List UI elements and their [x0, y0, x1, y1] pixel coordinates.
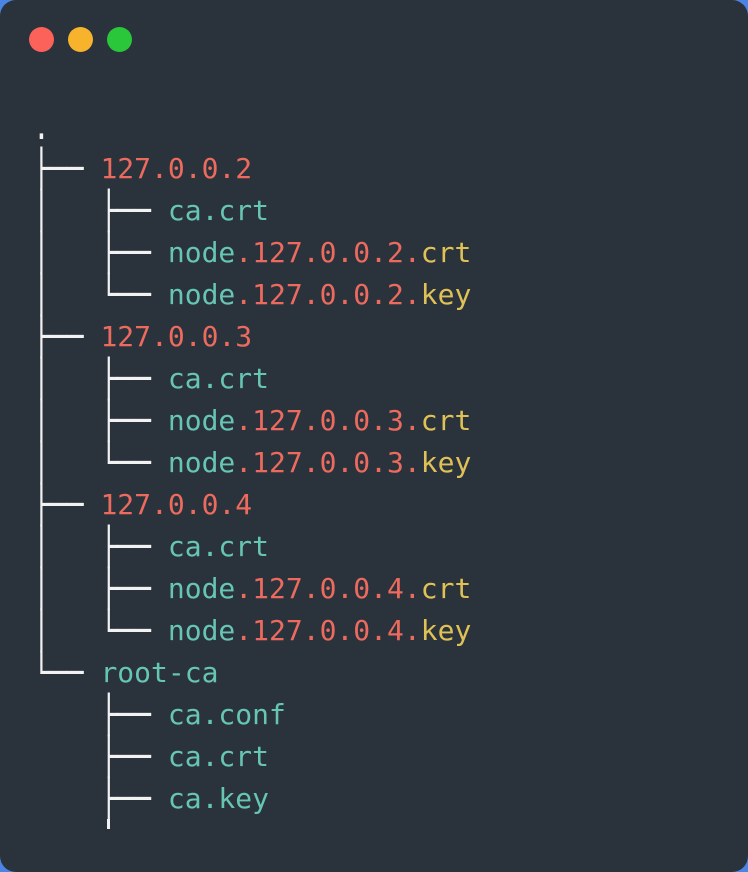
close-button[interactable]	[29, 27, 54, 52]
tree-line: ├── ca.key	[33, 777, 471, 821]
tree-branch-glyphs: │ ├──	[33, 230, 168, 275]
tree-line: │ ├── node.127.0.0.2.crt	[33, 231, 472, 275]
tree-line: ├── ca.crt	[33, 735, 471, 779]
tree-entry-text: node	[167, 446, 236, 479]
tree-branch-glyphs: └──	[33, 650, 101, 695]
tree-line: ├── 127.0.0.4	[33, 483, 471, 527]
zoom-button[interactable]	[107, 27, 132, 52]
tree-branch-glyphs: │ ├──	[33, 398, 168, 443]
tree-entry-text: node	[167, 278, 236, 311]
tree-line: │ ├── node.127.0.0.3.crt	[33, 399, 472, 443]
tree-entry-text: key	[420, 614, 472, 647]
tree-branch-glyphs: ├──	[33, 734, 168, 779]
tree-continuation-line	[107, 819, 110, 829]
tree-branch-glyphs: │ ├──	[33, 188, 168, 233]
tree-entry-text: crt	[420, 572, 472, 605]
tree-branch-glyphs: ├──	[33, 776, 168, 821]
tree-line: │ ├── ca.crt	[33, 189, 471, 233]
tree-branch-glyphs: ├──	[33, 314, 101, 359]
tree-entry-text: .127.0.0.3.	[235, 446, 421, 479]
tree-line: ├── ca.conf	[33, 693, 471, 737]
tree-entry-text: ca.crt	[167, 740, 270, 773]
tree-branch-glyphs: │ └──	[33, 608, 168, 653]
tree-entry-text: ca.key	[167, 782, 270, 815]
tree-line: .	[33, 105, 471, 149]
tree-line: │ └── node.127.0.0.4.key	[33, 609, 472, 653]
tree-entry-text: crt	[420, 404, 472, 437]
tree-entry-text: node	[167, 404, 236, 437]
tree-entry-text: node	[167, 572, 236, 605]
tree-branch-glyphs: ├──	[33, 482, 101, 527]
tree-line: │ └── node.127.0.0.2.key	[33, 273, 472, 317]
tree-entry-text: 127.0.0.3	[100, 320, 253, 353]
tree-entry-text: key	[420, 446, 472, 479]
tree-entry-text: key	[420, 278, 472, 311]
tree-entry-text: node	[167, 614, 236, 647]
tree-entry-text: node	[167, 236, 236, 269]
window-titlebar	[29, 27, 132, 52]
tree-branch-glyphs: .	[33, 104, 50, 149]
tree-entry-text: 127.0.0.2	[100, 152, 253, 185]
tree-line: │ └── node.127.0.0.3.key	[33, 441, 472, 485]
tree-entry-text: crt	[420, 236, 472, 269]
tree-entry-text: root-ca	[100, 656, 219, 689]
tree-entry-text: ca.crt	[167, 194, 270, 227]
tree-entry-text: 127.0.0.4	[100, 488, 253, 521]
tree-line: │ ├── node.127.0.0.4.crt	[33, 567, 472, 611]
tree-line: ├── 127.0.0.3	[33, 315, 471, 359]
tree-branch-glyphs: │ ├──	[33, 566, 168, 611]
tree-branch-glyphs: ├──	[33, 146, 101, 191]
tree-output: .├── 127.0.0.2│ ├── ca.crt│ ├── node.127…	[33, 105, 472, 821]
tree-branch-glyphs: │ └──	[33, 272, 168, 317]
tree-entry-text: ca.conf	[167, 698, 286, 731]
minimize-button[interactable]	[68, 27, 93, 52]
tree-branch-glyphs: ├──	[33, 692, 168, 737]
tree-branch-glyphs: │ └──	[33, 440, 168, 485]
tree-line: │ ├── ca.crt	[33, 357, 471, 401]
tree-line: └── root-ca	[33, 651, 471, 695]
tree-branch-glyphs: │ ├──	[33, 524, 168, 569]
tree-entry-text: .127.0.0.4.	[235, 614, 421, 647]
tree-line: ├── 127.0.0.2	[33, 147, 471, 191]
tree-branch-glyphs: │ ├──	[33, 356, 168, 401]
tree-entry-text: .127.0.0.2.	[235, 278, 421, 311]
tree-entry-text: .127.0.0.3.	[235, 404, 421, 437]
tree-entry-text: ca.crt	[167, 362, 270, 395]
tree-entry-text: .127.0.0.4.	[235, 572, 421, 605]
tree-entry-text: ca.crt	[167, 530, 270, 563]
tree-entry-text: .127.0.0.2.	[235, 236, 421, 269]
tree-line: │ ├── ca.crt	[33, 525, 471, 569]
